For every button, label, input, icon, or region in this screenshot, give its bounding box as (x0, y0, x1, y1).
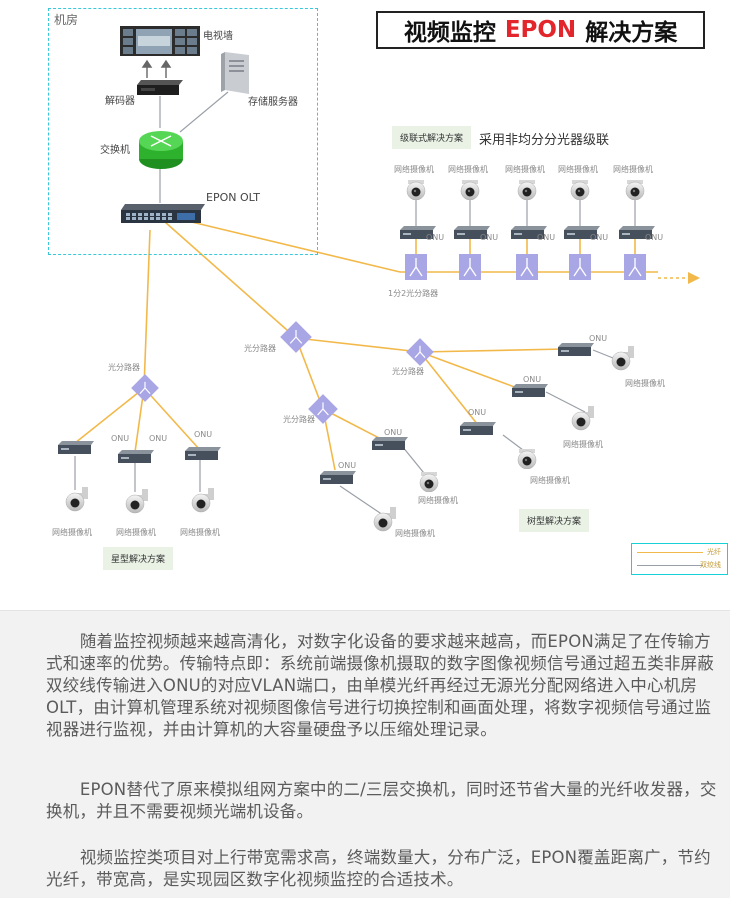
paragraph-1: 随着监控视频越来越高清化，对数字化设备的要求越来越高，而EPON满足了在传输方式… (46, 632, 714, 739)
tree-camera-icon (570, 406, 598, 432)
up-arrows-icon (141, 59, 172, 78)
cascade-camera-icon (405, 178, 427, 201)
star-camera-label: 网络摄像机 (180, 528, 220, 537)
tree-splitter-icon (280, 321, 312, 353)
tree-onu-label: ONU (468, 408, 487, 417)
star-camera-label: 网络摄像机 (52, 528, 92, 537)
epon-diagram: 机房 视频监控 EPON 解决方案 电视墙 解码器 存储服务器 交换机 EPON… (48, 8, 728, 575)
star-onu-icon (118, 449, 154, 463)
cascade-caption: 采用非均分分光器级联 (479, 133, 610, 148)
cascade-camera-icon (459, 178, 481, 201)
cascade-camera-label: 网络摄像机 (505, 165, 545, 174)
star-onu-icon (58, 440, 94, 454)
tv-wall-label: 电视墙 (203, 31, 233, 42)
cascade-splitter-icon (405, 254, 427, 280)
tree-splitter-label-1: 光分路器 (244, 344, 276, 353)
tree-onu-icon (320, 470, 356, 484)
cascade-onu-label: ONU (480, 233, 499, 242)
tree-camera-label: 网络摄像机 (530, 476, 570, 485)
storage-server-label: 存储服务器 (248, 97, 298, 108)
tree-onu-icon (558, 342, 594, 356)
star-camera-icon (64, 487, 92, 513)
star-onu-label: ONU (194, 430, 213, 439)
paragraph-3: 视频监控类项目对上行带宽需求高，终端数量大，分布广泛，EPON覆盖距离广，节约光… (46, 848, 711, 889)
star-onu-label: ONU (149, 434, 168, 443)
legend-pair-swatch (637, 565, 703, 566)
tv-wall-icon (120, 26, 200, 56)
cascade-onu-label: ONU (590, 233, 609, 242)
tree-camera-icon (418, 470, 440, 493)
tree-camera-label: 网络摄像机 (395, 529, 435, 538)
tree-solution-tag: 树型解决方案 (519, 509, 590, 532)
cascade-splitter-label: 1分2光分路器 (388, 289, 439, 298)
machine-room-label: 机房 (54, 13, 79, 27)
tree-camera-label: 网络摄像机 (625, 379, 665, 388)
cascade-camera-label: 网络摄像机 (613, 165, 653, 174)
machine-room-boundary (48, 8, 318, 255)
tree-onu-icon (372, 436, 408, 450)
title-part1: 视频监控 (403, 20, 496, 46)
fiber-lines (74, 217, 690, 471)
cascade-camera-icon (569, 178, 591, 201)
tree-splitter-label-3: 光分路器 (283, 415, 315, 424)
cascade-onu-label: ONU (645, 233, 664, 242)
cascade-splitter-icon (569, 254, 591, 280)
tree-onu-label: ONU (384, 428, 403, 437)
legend-fiber-swatch (637, 552, 703, 553)
cascade-splitter-icon (624, 254, 646, 280)
tree-camera-icon (516, 447, 538, 470)
star-camera-icon (124, 489, 152, 515)
cascade-onu-icon (511, 225, 547, 239)
title-part2: 解决方案 (585, 20, 678, 46)
tree-onu-icon (512, 383, 548, 397)
star-splitter-label: 光分路器 (108, 363, 140, 372)
star-splitter-icon (131, 374, 159, 402)
cascade-camera-label: 网络摄像机 (448, 165, 488, 174)
tree-splitter-label-2: 光分路器 (392, 367, 424, 376)
storage-server-icon (221, 52, 249, 94)
switch-label: 交换机 (100, 145, 130, 156)
cascade-splitter-icon (516, 254, 538, 280)
cascade-camera-icon (516, 178, 538, 201)
olt-label: EPON OLT (206, 191, 260, 204)
description-panel: 随着监控视频越来越高清化，对数字化设备的要求越来越高，而EPON满足了在传输方式… (0, 610, 730, 898)
tree-splitter-icon (406, 338, 434, 366)
star-onu-icon (185, 446, 221, 460)
legend-fiber-label: 光纤 (707, 548, 721, 556)
cascade-camera-label: 网络摄像机 (394, 165, 434, 174)
decoder-label: 解码器 (105, 96, 135, 107)
star-onu-label: ONU (111, 434, 130, 443)
star-camera-label: 网络摄像机 (116, 528, 156, 537)
star-camera-icon (190, 488, 218, 514)
cascade-splitter-icon (459, 254, 481, 280)
tree-onu-icon (460, 421, 496, 435)
cascade-onu-label: ONU (537, 233, 556, 242)
legend: 光纤 双绞线 (631, 543, 728, 575)
cascade-arrow-icon (688, 272, 700, 284)
cascade-onu-icon (400, 225, 436, 239)
tree-camera-label: 网络摄像机 (418, 496, 458, 505)
title-accent: EPON (504, 17, 577, 43)
cascade-camera-icon (624, 178, 646, 201)
cascade-camera-label: 网络摄像机 (558, 165, 598, 174)
tree-onu-label: ONU (523, 375, 542, 384)
cascade-onu-label: ONU (426, 233, 445, 242)
switch-icon (139, 131, 183, 169)
tree-camera-icon (610, 346, 638, 372)
tree-onu-label: ONU (589, 334, 608, 343)
legend-pair-label: 双绞线 (700, 561, 721, 569)
tree-camera-icon (372, 507, 400, 533)
paragraph-2: EPON替代了原来模拟组网方案中的二/三层交换机，同时还节省大量的光纤收发器，交… (46, 780, 717, 821)
decoder-icon (137, 80, 183, 95)
tree-camera-label: 网络摄像机 (563, 440, 603, 449)
epon-olt-icon (121, 204, 205, 223)
page-title: 视频监控 EPON 解决方案 (376, 11, 705, 49)
cascade-onu-icon (619, 225, 655, 239)
tree-onu-label: ONU (338, 461, 357, 470)
cascade-onu-icon (564, 225, 600, 239)
star-solution-tag: 星型解决方案 (103, 547, 174, 570)
cascade-onu-icon (454, 225, 490, 239)
cascade-solution-tag: 级联式解决方案 (392, 126, 472, 149)
tree-splitter-icon (308, 394, 338, 424)
